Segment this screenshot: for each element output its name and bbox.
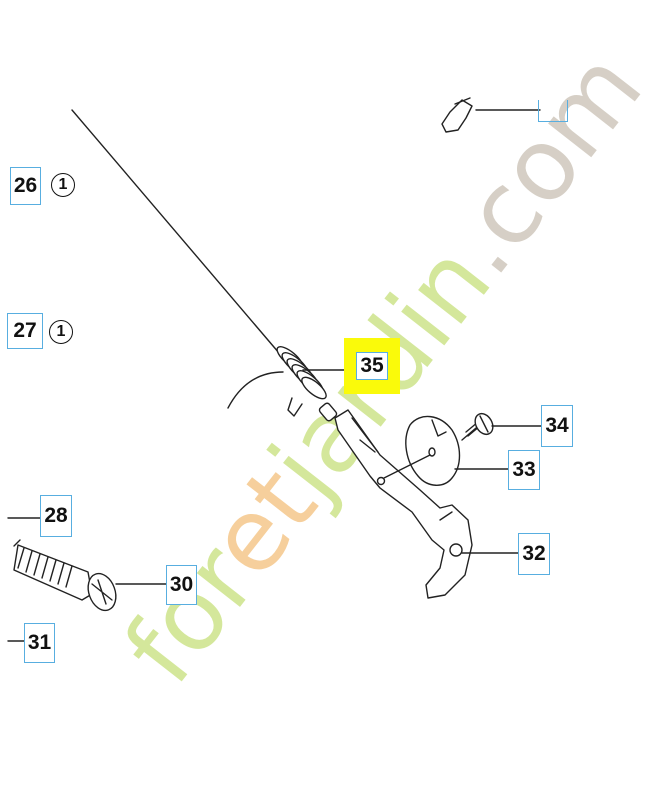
label-part-34[interactable]: 34 [541, 405, 573, 447]
label-part-31[interactable]: 31 [24, 623, 55, 663]
quantity-27: 1 [49, 320, 73, 344]
label-text: 33 [512, 458, 536, 481]
label-box-partial [538, 100, 568, 122]
label-part-26[interactable]: 26 [10, 167, 41, 205]
label-text: 30 [169, 573, 194, 596]
label-text: 34 [545, 414, 569, 437]
quantity-text: 1 [58, 176, 68, 193]
label-part-32[interactable]: 32 [518, 533, 550, 575]
lever-hole [449, 543, 463, 557]
cable-fitting [318, 402, 338, 422]
quantity-text: 1 [56, 323, 66, 340]
label-part-35-highlighted[interactable]: 35 [344, 338, 400, 394]
label-text: 27 [13, 319, 37, 342]
label-text: 28 [44, 504, 68, 527]
label-text: 35 [356, 352, 388, 380]
label-part-27[interactable]: 27 [7, 313, 43, 349]
clip-part [441, 99, 473, 133]
label-part-28[interactable]: 28 [40, 495, 72, 537]
label-text: 26 [13, 174, 38, 197]
bolt-part-30 [13, 539, 117, 612]
spring-part-35 [276, 346, 327, 417]
label-part-33[interactable]: 33 [508, 450, 540, 490]
screw-part-34 [461, 412, 494, 441]
label-text: 32 [522, 542, 546, 565]
label-text: 31 [27, 631, 52, 654]
cable-end-curve [227, 371, 284, 409]
label-part-30[interactable]: 30 [166, 565, 197, 605]
quantity-26: 1 [51, 173, 75, 197]
cable [71, 109, 286, 361]
